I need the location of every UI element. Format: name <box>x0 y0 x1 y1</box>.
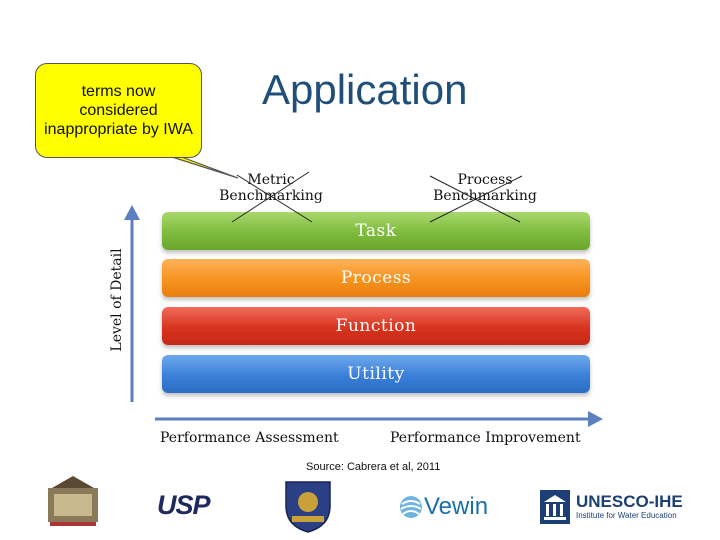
vewin-logo: Vewin <box>398 493 488 521</box>
layer-process: Process <box>162 259 590 297</box>
vewin-globe-icon <box>400 496 422 518</box>
x-axis-label-left: Performance Assessment <box>160 430 339 446</box>
layer-utility-label: Utility <box>347 364 405 384</box>
unesco-ihe-name: UNESCO-IHE <box>576 492 683 511</box>
layer-utility: Utility <box>162 355 590 393</box>
unesco-ihe-subtitle: Institute for Water Education <box>576 511 677 520</box>
temple-icon <box>540 490 570 524</box>
university-logo <box>48 476 98 526</box>
vewin-text: Vewin <box>424 493 489 520</box>
page-title: Application <box>262 66 468 113</box>
usp-logo: USP <box>157 490 211 520</box>
x-axis-label-right: Performance Improvement <box>390 430 581 446</box>
layer-function-label: Function <box>335 316 417 336</box>
callout-text: terms now considered inappropriate by IW… <box>44 83 193 138</box>
unesco-ihe-logo: UNESCO-IHE Institute for Water Education <box>540 490 683 524</box>
crest-logo <box>285 481 331 533</box>
source-citation: Source: Cabrera et al, 2011 <box>306 461 441 473</box>
callout-note: terms now considered inappropriate by IW… <box>35 63 202 158</box>
layer-task-label: Task <box>355 221 397 241</box>
layer-process-label: Process <box>340 268 412 288</box>
layer-function: Function <box>162 307 590 345</box>
